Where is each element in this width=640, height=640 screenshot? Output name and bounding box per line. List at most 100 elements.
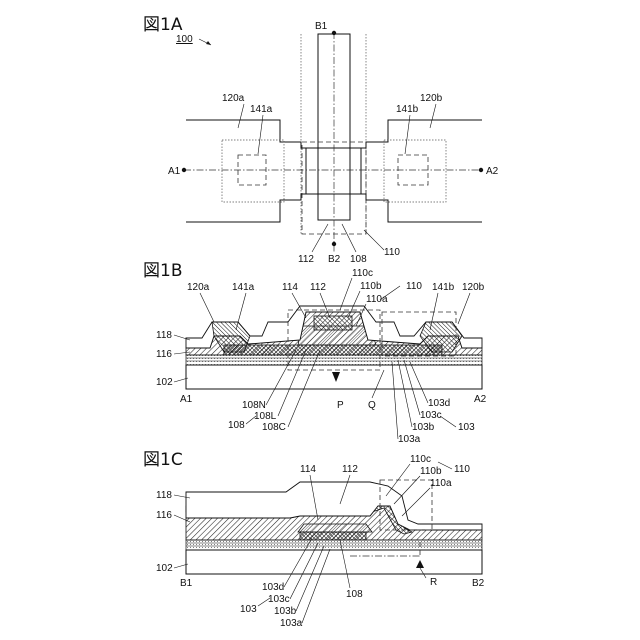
fig1a-label-112: 112 (298, 254, 314, 265)
fig1a-leader-141b (405, 115, 410, 154)
fig1b-title: 図1B (143, 261, 182, 281)
fig1b-label-p: P (337, 400, 344, 411)
fig1c-label-103: 103 (240, 604, 257, 615)
fig1b-label-103d: 103d (428, 398, 450, 409)
fig1a-label-120a: 120a (222, 93, 245, 104)
fig1b-label-112: 112 (310, 282, 326, 293)
fig1c-label-b1: B1 (180, 578, 193, 589)
fig1c-label-103c: 103c (268, 594, 290, 605)
fig1b-leader-110c (340, 278, 352, 310)
fig1b-label-108N: 108N (242, 400, 266, 411)
fig1c-label-116: 116 (156, 510, 172, 521)
fig1b-leader-141a (236, 293, 246, 330)
fig1b-leader-103c (404, 360, 420, 415)
fig1c-label-110b: 110b (420, 466, 442, 477)
fig1b-label-q: Q (368, 400, 376, 411)
fig1a-label-120b: 120b (420, 93, 443, 104)
fig1a-leader-120a (238, 104, 244, 128)
fig1c-title: 図1C (143, 450, 183, 470)
fig1b-leader-103 (440, 416, 456, 427)
fig1a-b2-dot (332, 242, 336, 246)
fig1b-label-110c: 110c (352, 268, 373, 279)
fig1c-label-110a: 110a (430, 478, 452, 489)
fig1c-substrate-102 (186, 550, 482, 574)
fig1b-leader-103a (392, 362, 398, 439)
fig1c-label-103d: 103d (262, 582, 284, 593)
fig1a-leader-108 (342, 224, 356, 252)
fig1a-region-120b (361, 120, 482, 222)
fig1b-arrow-p (332, 372, 340, 382)
fig1c-label-112: 112 (342, 464, 358, 475)
fig1c-label-103a: 103a (280, 618, 303, 629)
fig1c-leader-r (420, 568, 426, 578)
fig1b-label-108C: 108C (262, 422, 286, 433)
fig1b-label-110b: 110b (360, 281, 382, 292)
fig1b-label-103a: 103a (398, 434, 421, 445)
fig1a-ref-label: 100 (176, 34, 193, 45)
fig1c-label-108: 108 (346, 589, 363, 600)
fig1c-insulator-110 (298, 524, 372, 532)
fig1b-label-103b: 103b (412, 422, 435, 433)
fig1b-leader-q (372, 370, 384, 398)
fig1a-label-b2: B2 (328, 254, 341, 265)
fig1c-leader-103a (302, 549, 330, 623)
fig1a-label-a1: A1 (168, 166, 181, 177)
fig1c-layer-103 (186, 540, 482, 550)
fig1b-label-103c: 103c (420, 410, 442, 421)
fig1a-leader-120b (430, 104, 436, 128)
fig1b-label-120b: 120b (462, 282, 485, 293)
fig1b-leader-103d (410, 362, 428, 403)
fig1c-label-110: 110 (454, 464, 470, 475)
fig1c-label-110c: 110c (410, 454, 431, 465)
fig1a-ref-arrow (206, 41, 211, 45)
fig1c-label-118: 118 (156, 490, 172, 501)
fig1b-label-108L: 108L (254, 411, 277, 422)
fig1c-label-102: 102 (156, 563, 173, 574)
fig1b-label-102: 102 (156, 377, 173, 388)
fig1b-leader-120a (200, 293, 214, 322)
figure-1b: 図1B 120a 141a 114 112 110c 110b (143, 261, 487, 445)
fig1a-leader-141a (258, 115, 263, 154)
fig1a-leader-110 (364, 230, 384, 250)
fig1c-label-b2: B2 (472, 578, 485, 589)
fig1a-title: 図1A (143, 15, 183, 35)
fig1b-label-120a: 120a (187, 282, 210, 293)
fig1b-label-110a: 110a (366, 294, 388, 305)
fig1a-dotted-box-left (222, 140, 284, 202)
fig1a-a1-dot (182, 168, 186, 172)
fig1a-dotted-box-right (384, 140, 446, 202)
fig1a-region-120a (186, 120, 306, 222)
fig1b-leader-118 (174, 335, 190, 340)
fig1a-label-141a: 141a (250, 104, 273, 115)
fig1a-label-b1: B1 (315, 21, 328, 32)
fig1b-label-114: 114 (282, 282, 298, 293)
fig1c-arrow-r (416, 560, 424, 568)
figure-1a: 図1A 100 B1 B2 A1 A2 120a 141a (143, 15, 499, 265)
fig1b-leader-103b (398, 360, 412, 427)
fig1b-label-108: 108 (228, 420, 245, 431)
fig1a-label-110: 110 (384, 247, 400, 258)
fig1b-label-110: 110 (406, 281, 422, 292)
fig1b-label-118: 118 (156, 330, 172, 341)
fig1c-label-r: R (430, 577, 437, 588)
fig1b-label-141a: 141a (232, 282, 255, 293)
fig1b-layer-103 (186, 355, 482, 365)
fig1b-label-103: 103 (458, 422, 475, 433)
fig1b-label-a2: A2 (474, 394, 487, 405)
fig1a-label-a2: A2 (486, 166, 499, 177)
fig1b-leader-120b (458, 293, 470, 324)
fig1a-a2-dot (479, 168, 483, 172)
fig1c-label-103b: 103b (274, 606, 297, 617)
fig1a-label-141b: 141b (396, 104, 419, 115)
fig1a-leader-112 (312, 224, 328, 252)
fig1b-label-141b: 141b (432, 282, 455, 293)
fig1c-leader-110a (402, 488, 430, 516)
fig1b-leader-110 (380, 286, 400, 300)
fig1a-label-108: 108 (350, 254, 367, 265)
fig1b-label-116: 116 (156, 349, 172, 360)
fig1c-label-114: 114 (300, 464, 316, 475)
fig1a-b1-dot (332, 31, 336, 35)
figure-1c: 図1C 114 112 110c 110b 110a 110 118 (143, 450, 485, 629)
fig1b-label-a1: A1 (180, 394, 193, 405)
